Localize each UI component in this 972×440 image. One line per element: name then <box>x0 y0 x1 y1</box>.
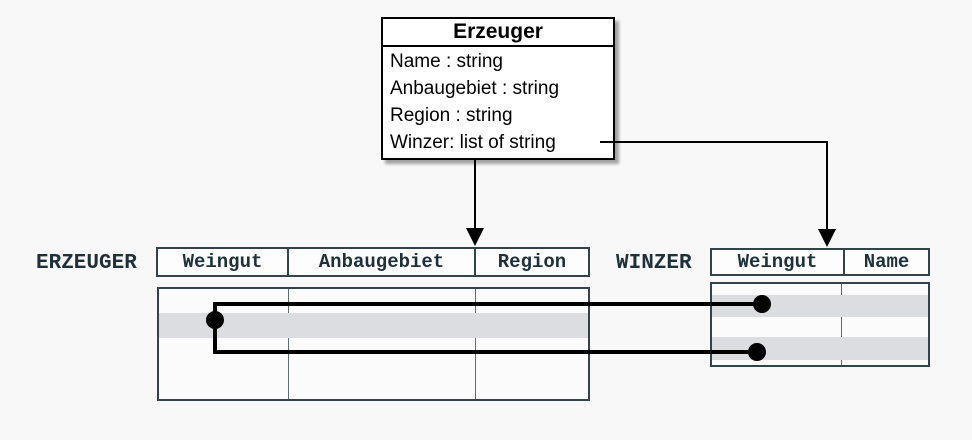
uml-class-box-erzeuger: Erzeuger Name : string Anbaugebiet : str… <box>381 17 615 160</box>
link-dot-erzeuger <box>206 311 224 329</box>
erzeuger-header-row: Weingut Anbaugebiet Region <box>156 247 590 277</box>
winzer-table-body <box>710 282 930 367</box>
link-line-bottom <box>213 350 759 354</box>
arrow-to-winzer-head-icon <box>818 229 836 247</box>
winzer-shaded-row-1 <box>712 295 928 317</box>
class-attribute-list: Name : string Anbaugebiet : string Regio… <box>383 47 613 156</box>
winzer-table-label: WINZER <box>616 252 692 275</box>
class-attribute-winzer: Winzer: list of string <box>390 132 556 153</box>
erzeuger-col-region: Region <box>474 249 588 275</box>
erzeuger-body-divider-1 <box>288 289 289 399</box>
arrow-to-erzeuger-head-icon <box>466 228 484 246</box>
arrow-to-winzer-vline <box>826 141 828 229</box>
arrow-to-winzer-hline <box>600 141 828 143</box>
class-title: Erzeuger <box>383 19 613 47</box>
class-attribute-anbaugebiet: Anbaugebiet : string <box>390 78 560 99</box>
winzer-col-name: Name <box>843 250 928 274</box>
erzeuger-shaded-row <box>159 313 588 338</box>
erzeuger-body-divider-2 <box>475 289 476 399</box>
erzeuger-col-weingut: Weingut <box>182 251 263 273</box>
link-line-top <box>213 302 762 306</box>
winzer-body-divider <box>841 284 842 365</box>
winzer-col-weingut: Weingut <box>737 251 818 273</box>
link-dot-winzer-2 <box>748 343 766 361</box>
class-attribute-name: Name : string <box>390 51 503 72</box>
winzer-header-row: Weingut Name <box>710 248 930 276</box>
erzeuger-table-body <box>157 287 590 401</box>
class-attribute-region: Region : string <box>390 105 513 126</box>
link-dot-winzer-1 <box>753 295 771 313</box>
erzeuger-table-label: ERZEUGER <box>36 252 137 275</box>
erzeuger-col-anbaugebiet: Anbaugebiet <box>287 249 474 275</box>
arrow-to-erzeuger-line <box>474 160 476 229</box>
winzer-shaded-row-2 <box>712 337 928 360</box>
